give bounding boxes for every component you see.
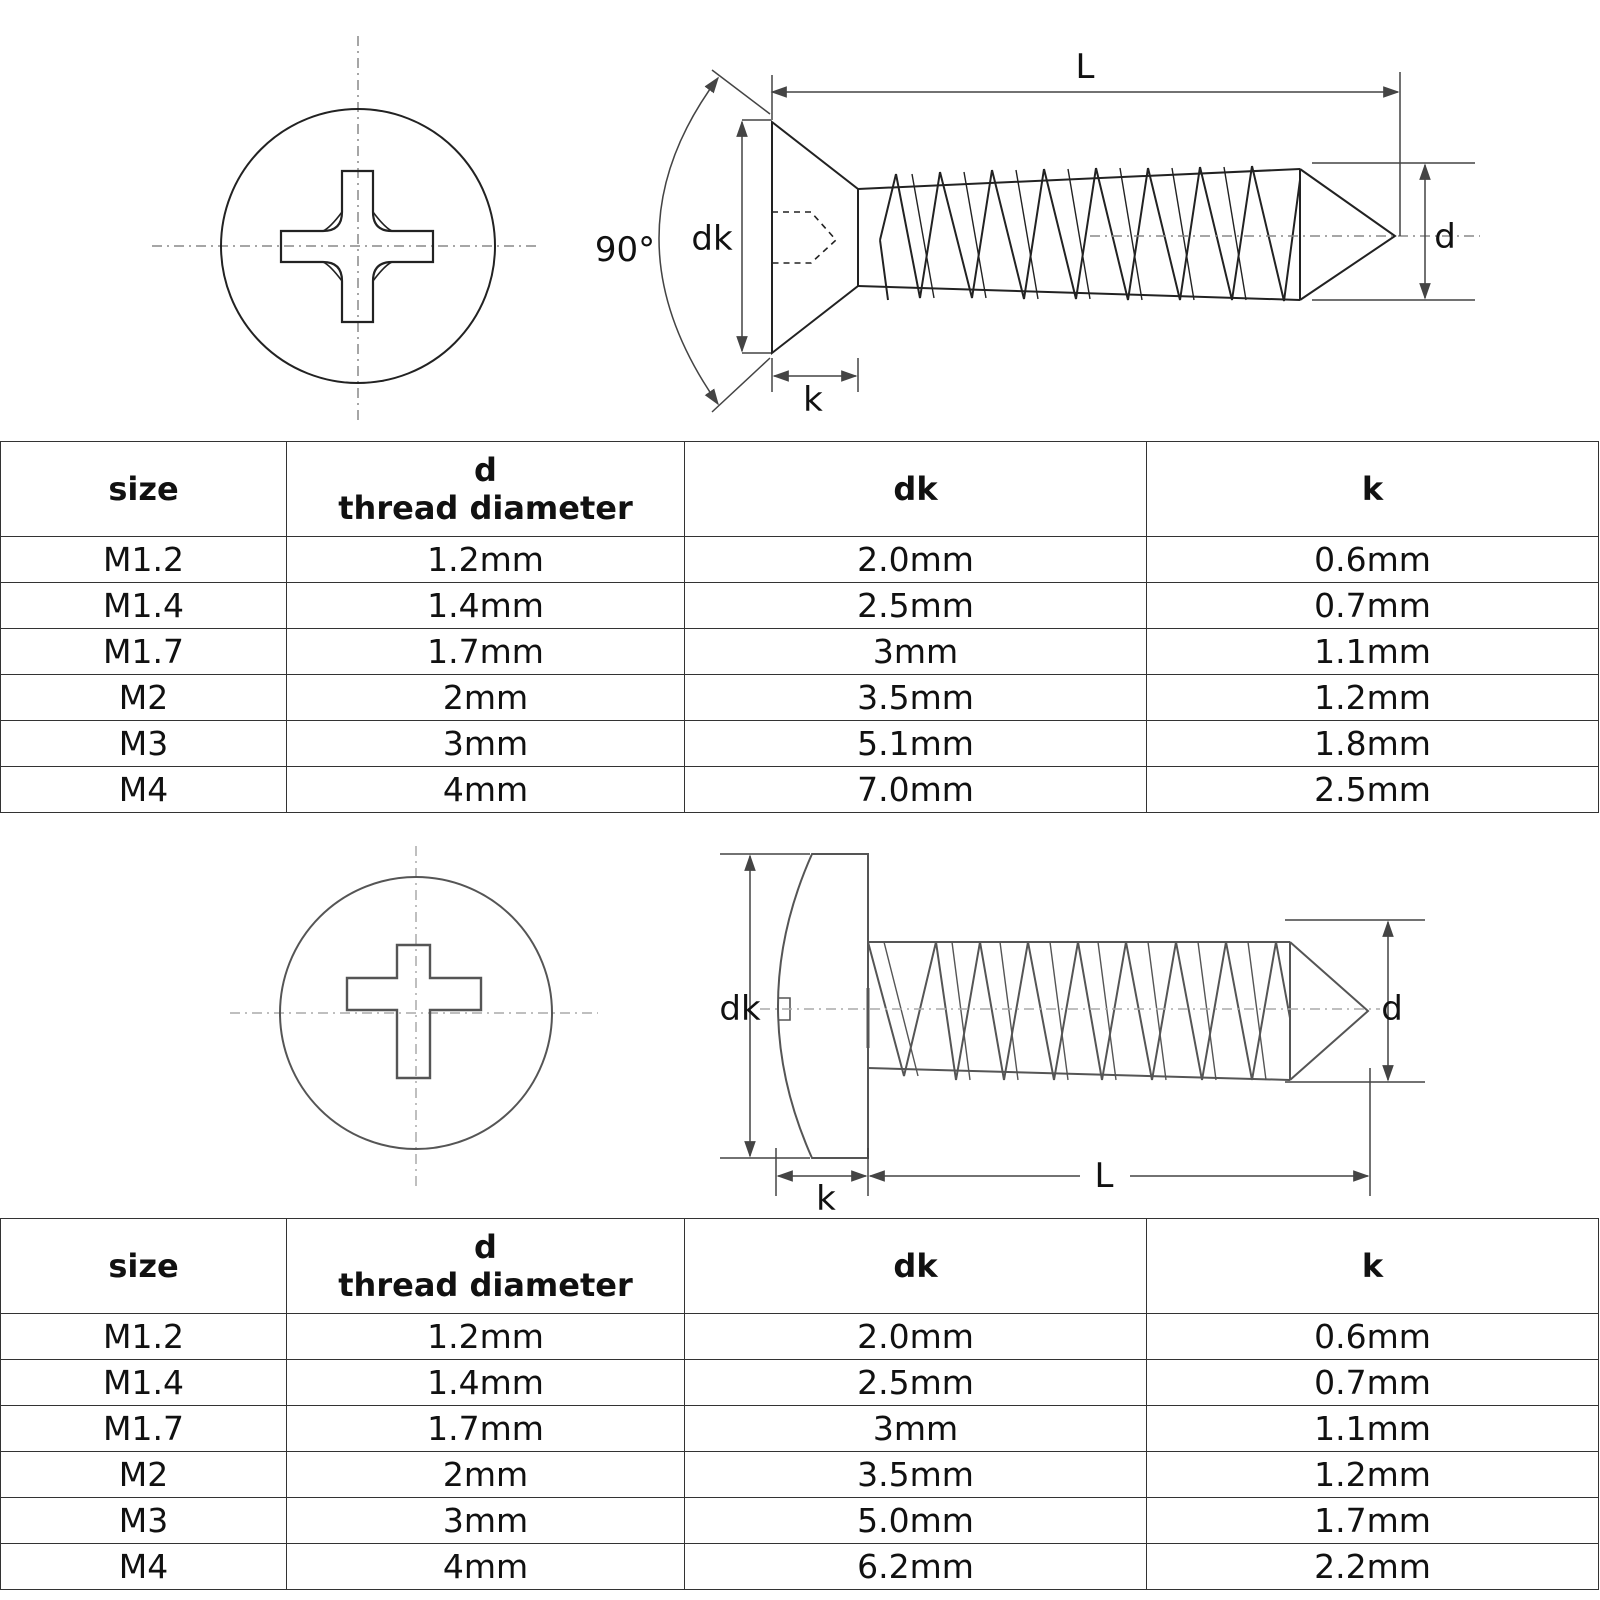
head-height-label: k [803, 380, 823, 420]
size-cell: M1.4 [0, 582, 287, 629]
head-diameter-header: dk [684, 1218, 1147, 1314]
pan-head-screw-drawing: dk d k L [0, 818, 1600, 1218]
angle-label: 90° [595, 230, 655, 270]
head-height-cell: 1.8mm [1146, 720, 1599, 767]
thread-diameter-label: d [1434, 217, 1456, 257]
thread-diameter-cell: 2mm [286, 674, 685, 721]
head-diameter-cell: 2.0mm [684, 1313, 1147, 1360]
head-diameter-cell: 5.1mm [684, 720, 1147, 767]
head-diameter-cell: 2.0mm [684, 536, 1147, 583]
head-height-cell: 1.1mm [1146, 1405, 1599, 1452]
thread-diameter-cell: 1.7mm [286, 1405, 685, 1452]
thread-diameter-cell: 4mm [286, 766, 685, 813]
size-header: size [0, 441, 287, 537]
head-diameter-cell: 3mm [684, 628, 1147, 675]
head-height-cell: 0.6mm [1146, 1313, 1599, 1360]
thread-diameter-cell: 1.2mm [286, 536, 685, 583]
head-diameter-cell: 2.5mm [684, 582, 1147, 629]
pan-head-top-view [230, 846, 598, 1190]
size-cell: M1.7 [0, 1405, 287, 1452]
length-label: L [1076, 47, 1095, 87]
head-height-cell: 1.2mm [1146, 674, 1599, 721]
thread-diameter-cell: 3mm [286, 720, 685, 767]
head-height-header: k [1146, 441, 1599, 537]
head-height-cell: 1.2mm [1146, 1451, 1599, 1498]
flat-head-side-view [771, 119, 1480, 356]
thread-diameter-label: d [1381, 989, 1403, 1029]
head-height-cell: 0.7mm [1146, 1359, 1599, 1406]
head-diameter-cell: 5.0mm [684, 1497, 1147, 1544]
flat-head-screw-drawing: L dk 90° k d [0, 0, 1600, 440]
thread-diameter-cell: 1.4mm [286, 1359, 685, 1406]
thread-diameter-cell: 1.7mm [286, 628, 685, 675]
size-cell: M1.7 [0, 628, 287, 675]
head-diameter-label: dk [719, 989, 761, 1029]
pan-head-side-view [760, 853, 1380, 1159]
size-cell: M3 [0, 1497, 287, 1544]
head-diameter-cell: 7.0mm [684, 766, 1147, 813]
size-cell: M1.2 [0, 1313, 287, 1360]
size-cell: M2 [0, 1451, 287, 1498]
size-cell: M3 [0, 720, 287, 767]
phillips-recess-icon [345, 943, 483, 1080]
head-diameter-header: dk [684, 441, 1147, 537]
head-diameter-cell: 3.5mm [684, 1451, 1147, 1498]
thread-diameter-cell: 3mm [286, 1497, 685, 1544]
head-height-label: k [816, 1179, 836, 1218]
size-cell: M4 [0, 766, 287, 813]
head-diameter-label: dk [691, 219, 733, 259]
head-height-header: k [1146, 1218, 1599, 1314]
head-height-cell: 2.2mm [1146, 1543, 1599, 1590]
length-label: L [1095, 1156, 1114, 1196]
phillips-recess-icon [279, 169, 435, 324]
pan-head-dimensions [720, 853, 1425, 1196]
size-header: size [0, 1218, 287, 1314]
thread-diameter-cell: 1.4mm [286, 582, 685, 629]
flat-head-top-view [152, 36, 540, 420]
thread-diameter-cell: 2mm [286, 1451, 685, 1498]
head-height-cell: 1.1mm [1146, 628, 1599, 675]
head-height-cell: 1.7mm [1146, 1497, 1599, 1544]
size-cell: M4 [0, 1543, 287, 1590]
head-height-cell: 0.6mm [1146, 536, 1599, 583]
head-diameter-cell: 3.5mm [684, 674, 1147, 721]
flat-head-dimensions [658, 69, 1475, 413]
size-cell: M1.4 [0, 1359, 287, 1406]
head-diameter-cell: 6.2mm [684, 1543, 1147, 1590]
head-height-cell: 0.7mm [1146, 582, 1599, 629]
thread-diameter-cell: 1.2mm [286, 1313, 685, 1360]
size-cell: M2 [0, 674, 287, 721]
size-cell: M1.2 [0, 536, 287, 583]
head-diameter-cell: 3mm [684, 1405, 1147, 1452]
thread-diameter-cell: 4mm [286, 1543, 685, 1590]
head-height-cell: 2.5mm [1146, 766, 1599, 813]
head-diameter-cell: 2.5mm [684, 1359, 1147, 1406]
